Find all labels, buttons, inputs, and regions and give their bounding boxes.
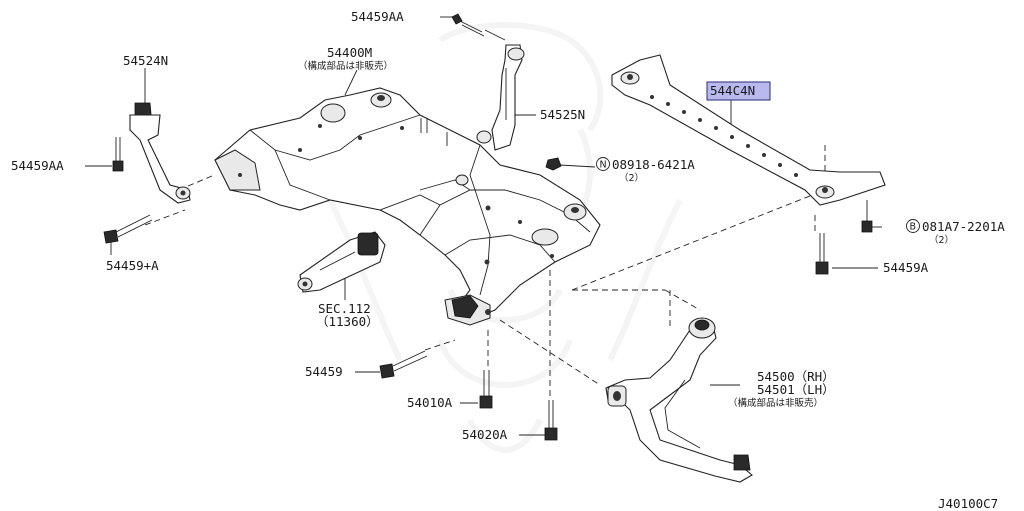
label-54400M-note: （構成部品は非販売） xyxy=(298,60,393,72)
label-54020A: 54020A xyxy=(462,427,508,442)
leader-lines xyxy=(85,16,882,436)
diagram-reference-code: J40100C7 xyxy=(938,496,998,511)
label-sec112: SEC.112 xyxy=(318,301,371,316)
label-54459: 54459 xyxy=(305,364,343,379)
label-54524N: 54524N xyxy=(123,53,168,68)
engine-mount xyxy=(297,231,386,293)
label-54500-rh: 54500（RH） xyxy=(757,369,835,384)
label-11360: （11360） xyxy=(316,314,379,329)
front-crossmember xyxy=(214,87,601,326)
label-54459A: 54459A xyxy=(883,260,929,275)
badge-n-letter: N xyxy=(600,160,607,171)
reinforcement-bar xyxy=(611,54,886,275)
label-54010A: 54010A xyxy=(407,395,453,410)
label-5450x-note: （構成部品は非販売） xyxy=(728,397,823,409)
label-081A7-qty: （2） xyxy=(929,234,954,246)
hardware-center xyxy=(379,157,562,441)
highlight-box-544C4N xyxy=(706,81,771,101)
label-54459AA-top: 54459AA xyxy=(351,9,404,24)
label-54459plusA: 54459+A xyxy=(106,258,159,273)
label-54459AA-left: 54459AA xyxy=(11,158,64,173)
label-08918-6421A: 08918-6421A xyxy=(612,157,695,172)
badge-b-letter: B xyxy=(910,222,917,233)
label-544C4N[interactable]: 544C4N xyxy=(710,83,755,98)
stabilizer-link-upper xyxy=(451,13,525,151)
label-081A7-2201A: 081A7-2201A xyxy=(922,219,1005,234)
lower-control-arm xyxy=(605,317,753,483)
label-54525N: 54525N xyxy=(540,107,585,122)
labels: 54459AA 54400M （構成部品は非販売） 54524N 54525N … xyxy=(11,9,1005,511)
badge-b-circle xyxy=(906,219,920,233)
label-08918-qty: （2） xyxy=(619,172,644,184)
dashed-alignment-lines xyxy=(144,145,826,400)
stabilizer-link-left xyxy=(103,102,191,244)
label-54400M: 54400M xyxy=(327,45,372,60)
label-54501-lh: 54501（LH） xyxy=(757,382,835,397)
badge-n-circle xyxy=(596,157,610,171)
